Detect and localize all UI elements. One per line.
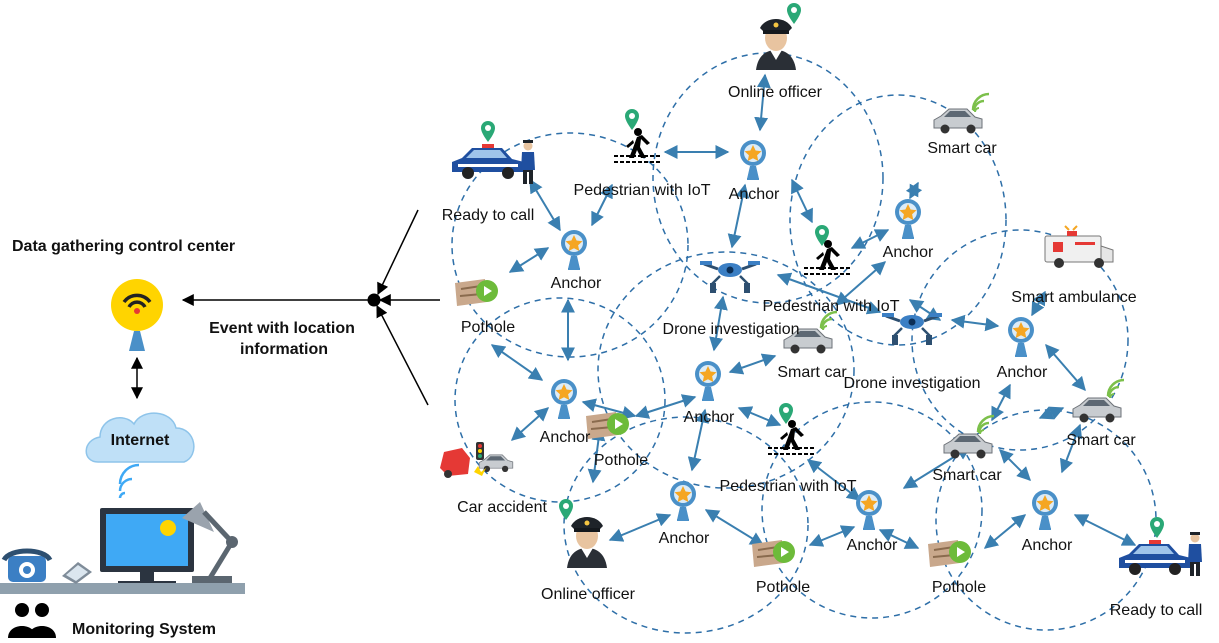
car-accident-icon — [440, 442, 514, 478]
anchor-top-center-label: Anchor — [728, 186, 780, 203]
control-center-antenna-icon — [111, 279, 163, 351]
smart-ambulance-label: Smart ambulance — [1011, 289, 1137, 306]
policeman-bottom-icon — [1188, 532, 1202, 576]
internet-label: Internet — [110, 432, 170, 449]
pothole-center-label: Pothole — [593, 452, 649, 469]
link-arrows — [490, 73, 1137, 549]
ambulance-icon — [1044, 225, 1114, 268]
anchor-mid-left-icon — [550, 378, 578, 419]
drone-left-label: Drone investigation — [662, 321, 800, 338]
officer-top-icon — [756, 19, 796, 70]
drone-right-label: Drone investigation — [843, 375, 981, 392]
ready-to-call-top-label: Ready to call — [441, 207, 535, 224]
signal-icon — [971, 92, 991, 114]
policeman-top-icon — [521, 140, 535, 184]
pedestrian-top-label: Pedestrian with IoT — [573, 182, 711, 199]
smart-car-top-right-label: Smart car — [927, 140, 997, 157]
pothole-bottom-right-icon — [927, 539, 972, 568]
smart-car-right-label: Smart car — [1066, 432, 1136, 449]
pedestrian-mid-right-label: Pedestrian with IoT — [762, 298, 900, 315]
monitoring-label: Monitoring System — [72, 621, 217, 638]
location-pin-icon — [559, 499, 573, 520]
smart-car-center-label: Smart car — [777, 364, 847, 381]
officer-bottom-icon — [567, 517, 607, 568]
pothole-left-icon — [454, 278, 499, 307]
event-label-line1: Event with location — [209, 320, 355, 337]
car-accident-label: Car accident — [457, 499, 547, 516]
users-icon — [8, 603, 56, 638]
event-arrows — [131, 209, 440, 406]
anchor-lower-right-label: Anchor — [1021, 537, 1073, 554]
ready-to-call-bottom-label: Ready to call — [1109, 602, 1203, 619]
anchor-left-label: Anchor — [550, 275, 602, 292]
pothole-bottom-right-label: Pothole — [931, 579, 987, 596]
anchor-top-center-icon — [739, 139, 767, 180]
location-pin-icon — [481, 121, 495, 142]
pothole-left-label: Pothole — [460, 319, 516, 336]
monitoring-workstation-icon — [0, 463, 245, 594]
internet-cloud-icon — [85, 412, 195, 463]
smart-car-right-icon — [1072, 397, 1122, 423]
anchor-center-label: Anchor — [683, 409, 735, 426]
location-pin-icon — [1150, 517, 1164, 538]
anchor-left-icon — [560, 229, 588, 270]
smart-car-top-right-icon — [933, 108, 983, 134]
police-car-top-icon — [452, 144, 524, 179]
pedestrian-center-icon — [767, 419, 817, 455]
event-label-line2: information — [240, 341, 328, 358]
anchor-center-icon — [694, 360, 722, 401]
smart-car-lower-right-icon — [943, 433, 993, 459]
pedestrian-mid-right-icon — [803, 239, 853, 275]
pothole-center-icon — [585, 411, 630, 440]
location-pin-icon — [787, 3, 801, 24]
pothole-bottom-mid-icon — [751, 539, 796, 568]
anchor-mid-left-label: Anchor — [539, 429, 591, 446]
signal-icon — [1106, 378, 1126, 400]
control-center-title: Data gathering control center — [12, 238, 236, 255]
police-car-bottom-icon — [1119, 540, 1191, 575]
anchor-lower-center-icon — [669, 480, 697, 521]
smart-car-lower-right-label: Smart car — [932, 467, 1002, 484]
anchor-lower-center-label: Anchor — [658, 530, 710, 547]
anchor-upper-right-label: Anchor — [882, 244, 934, 261]
anchor-right-label: Anchor — [996, 364, 1048, 381]
online-officer-bottom-label: Online officer — [541, 586, 635, 603]
pedestrian-center-label: Pedestrian with IoT — [719, 478, 857, 495]
anchor-right-icon — [1007, 316, 1035, 357]
event-junction — [367, 293, 381, 307]
anchor-lower-right-icon — [1031, 489, 1059, 530]
location-pin-icon — [625, 109, 639, 130]
pothole-bottom-mid-label: Pothole — [755, 579, 811, 596]
anchor-lower-mid-icon — [855, 489, 883, 530]
online-officer-top-label: Online officer — [728, 84, 822, 101]
anchor-lower-mid-label: Anchor — [846, 537, 898, 554]
anchor-upper-right-icon — [894, 198, 922, 239]
drone-left-icon — [698, 259, 762, 295]
